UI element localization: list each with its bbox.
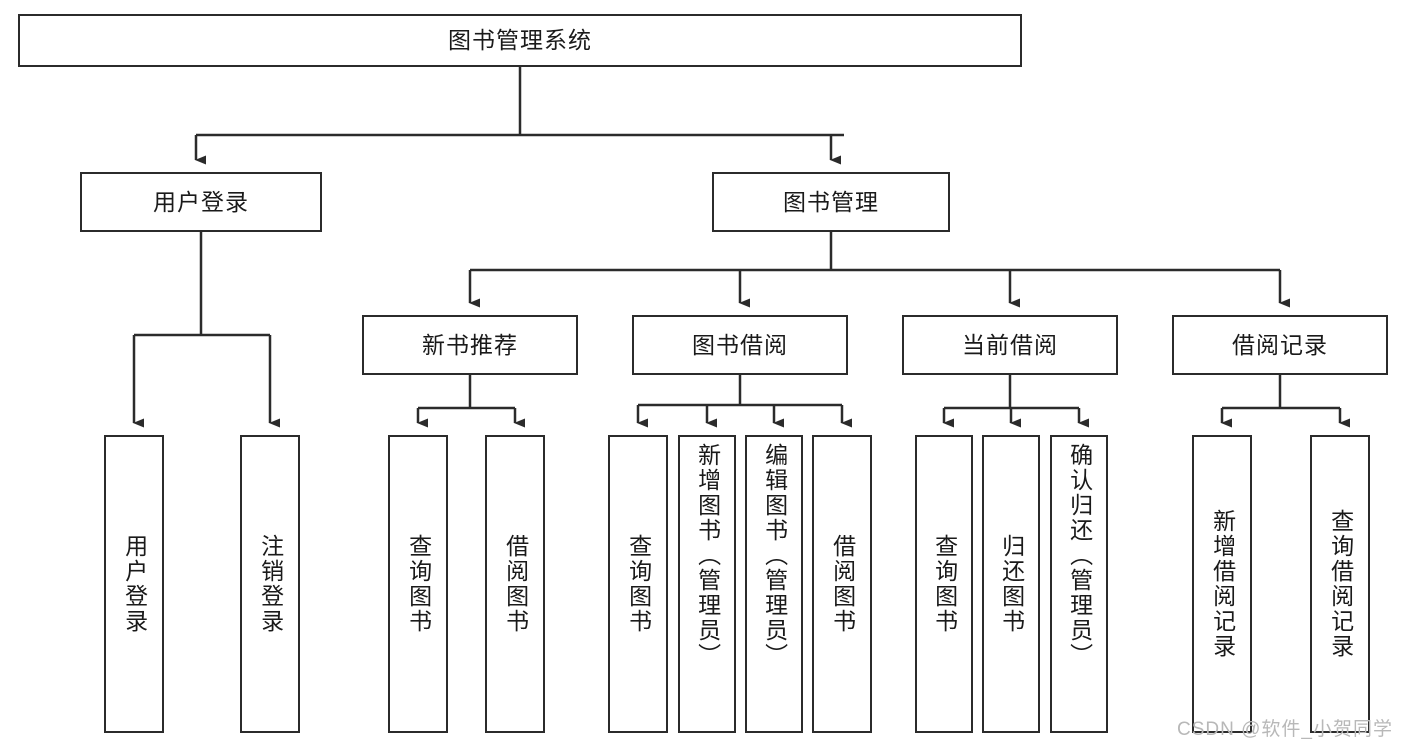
node-leaf-query-borrow-record-label: 查询借阅记录	[1327, 509, 1354, 659]
node-leaf-borrow-book-label: 借阅图书	[829, 534, 856, 634]
node-book-management[interactable]: 图书管理	[712, 172, 950, 232]
node-leaf-edit-book-admin[interactable]: 编辑图书（管理员）	[745, 435, 803, 733]
node-current-borrow[interactable]: 当前借阅	[902, 315, 1118, 375]
node-new-book-recommend[interactable]: 新书推荐	[362, 315, 578, 375]
node-leaf-query-book-borrow[interactable]: 查询图书	[608, 435, 668, 733]
node-leaf-edit-book-admin-label: 编辑图书（管理员）	[761, 443, 788, 668]
node-leaf-return-book[interactable]: 归还图书	[982, 435, 1040, 733]
node-leaf-query-book-recommend[interactable]: 查询图书	[388, 435, 448, 733]
node-user-login-label: 用户登录	[153, 188, 249, 215]
node-leaf-borrow-book[interactable]: 借阅图书	[812, 435, 872, 733]
node-new-book-recommend-label: 新书推荐	[422, 331, 518, 358]
node-book-management-label: 图书管理	[783, 188, 879, 215]
watermark-text: CSDN @软件_小贺同学	[1177, 719, 1393, 740]
node-leaf-add-borrow-record-label: 新增借阅记录	[1209, 509, 1236, 659]
node-leaf-confirm-return-admin[interactable]: 确认归还（管理员）	[1050, 435, 1108, 733]
node-leaf-add-book-admin[interactable]: 新增图书（管理员）	[678, 435, 736, 733]
node-book-borrow-label: 图书借阅	[692, 331, 788, 358]
node-leaf-user-login-label: 用户登录	[121, 534, 148, 634]
node-leaf-logout-login-label: 注销登录	[257, 534, 284, 634]
node-leaf-confirm-return-admin-label: 确认归还（管理员）	[1066, 443, 1093, 668]
node-leaf-borrow-book-recommend[interactable]: 借阅图书	[485, 435, 545, 733]
node-root-label: 图书管理系统	[448, 27, 592, 53]
node-leaf-logout-login[interactable]: 注销登录	[240, 435, 300, 733]
node-leaf-user-login[interactable]: 用户登录	[104, 435, 164, 733]
node-leaf-query-borrow-record[interactable]: 查询借阅记录	[1310, 435, 1370, 733]
node-leaf-add-borrow-record[interactable]: 新增借阅记录	[1192, 435, 1252, 733]
node-book-borrow[interactable]: 图书借阅	[632, 315, 848, 375]
node-borrow-record[interactable]: 借阅记录	[1172, 315, 1388, 375]
node-leaf-query-book-recommend-label: 查询图书	[405, 534, 432, 634]
node-leaf-query-book-current-label: 查询图书	[931, 534, 958, 634]
node-borrow-record-label: 借阅记录	[1232, 331, 1328, 358]
node-current-borrow-label: 当前借阅	[962, 331, 1058, 358]
node-leaf-return-book-label: 归还图书	[998, 534, 1025, 634]
node-root-system[interactable]: 图书管理系统	[18, 14, 1022, 67]
node-leaf-borrow-book-recommend-label: 借阅图书	[502, 534, 529, 634]
node-user-login[interactable]: 用户登录	[80, 172, 322, 232]
node-leaf-add-book-admin-label: 新增图书（管理员）	[694, 443, 721, 668]
node-leaf-query-book-current[interactable]: 查询图书	[915, 435, 973, 733]
node-leaf-query-book-borrow-label: 查询图书	[625, 534, 652, 634]
